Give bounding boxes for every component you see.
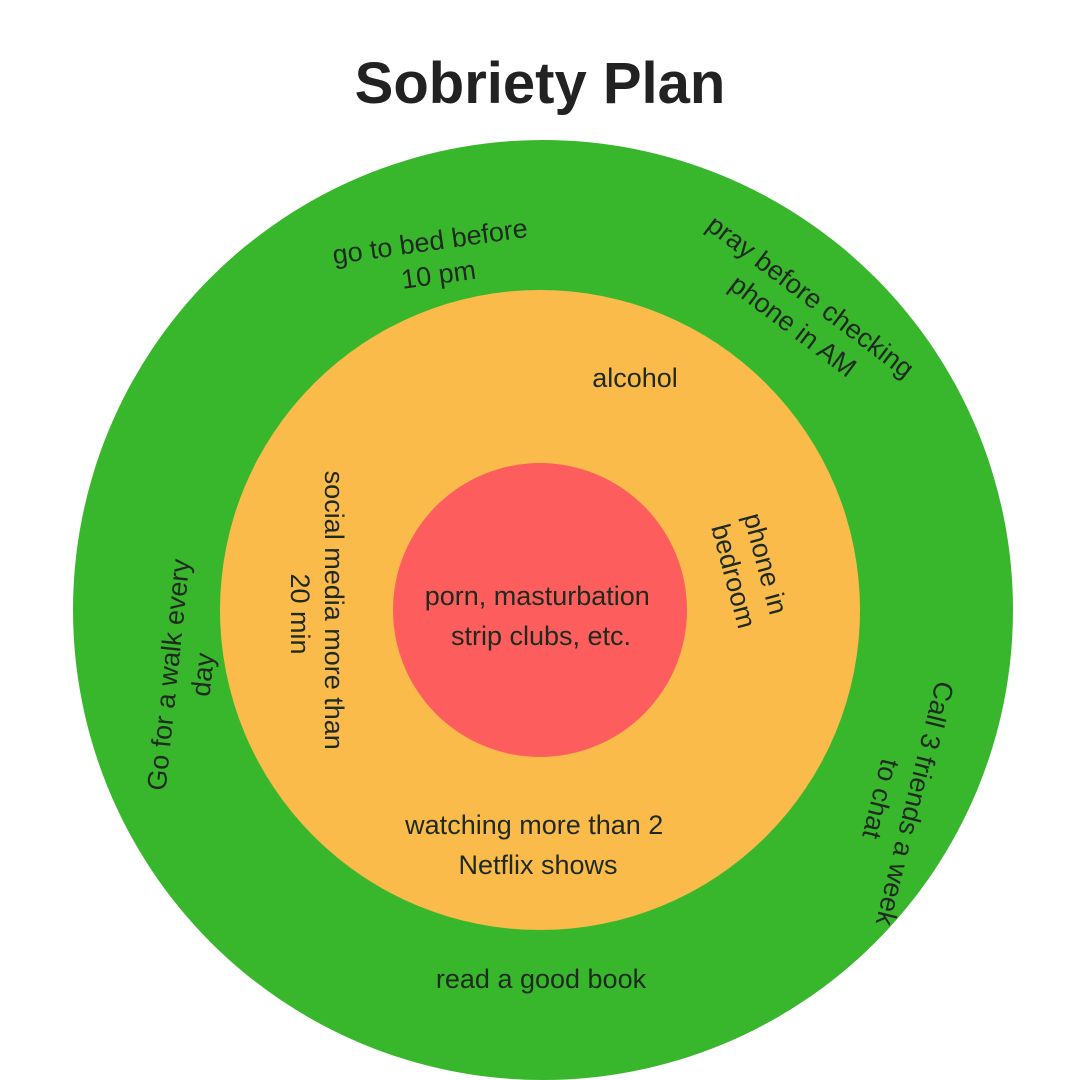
inner-item-core: porn, masturbation strip clubs, etc. [425, 581, 658, 651]
page-title: Sobriety Plan [354, 51, 726, 116]
inner-circle [393, 463, 687, 757]
outer-item-book: read a good book [436, 964, 647, 994]
middle-item-netflix: watching more than 2 Netflix shows [404, 810, 671, 880]
middle-item-alcohol: alcohol [592, 363, 678, 393]
middle-item-social-media: social media more than 20 min [285, 471, 349, 758]
